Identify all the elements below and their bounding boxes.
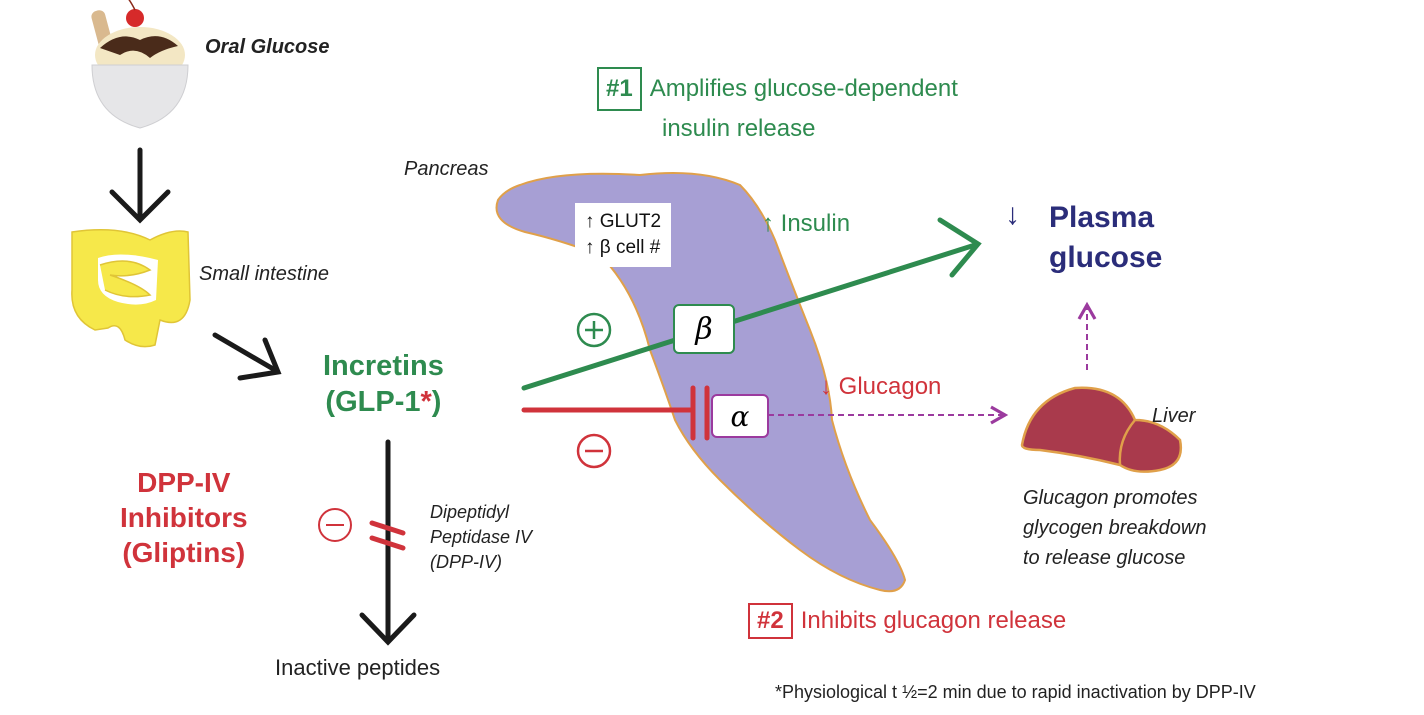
dpp-iv-inhibitors-label: DPP-IV Inhibitors (Gliptins): [120, 467, 248, 568]
glut2-box: ↑ GLUT2 ↑ β cell #: [575, 203, 672, 267]
incretins-label: Incretins (GLP-1*): [323, 348, 444, 420]
alpha-cell-box: α: [711, 394, 769, 438]
footnote: *Physiological t ½=2 min due to rapid in…: [775, 682, 1256, 702]
small-intestine-icon: [71, 229, 191, 348]
small-intestine-label: Small intestine: [199, 263, 330, 285]
insulin-label: ↑ Insulin: [762, 210, 851, 237]
glucagon-label: ↓ Glucagon: [820, 373, 942, 400]
liver-icon: [1020, 386, 1183, 473]
liver-label: Liver: [1152, 405, 1196, 427]
ice-cream-icon: [91, 0, 189, 129]
dpp-iv-enzyme-label: Dipeptidyl Peptidase IV (DPP-IV): [430, 502, 533, 572]
plus-sign-icon: [576, 312, 612, 348]
footnote-asterisk: *: [420, 386, 432, 418]
incretins-line1: Incretins: [323, 350, 444, 382]
plasma-glucose-label: Plasma glucose: [1049, 201, 1163, 274]
arrow-down-to-intestine: [109, 147, 171, 224]
arrow-to-incretins: [212, 332, 282, 381]
minus-sign-icon-glucagon: [576, 433, 612, 469]
insulin-pathway-arrow: [521, 217, 982, 391]
pancreas-label: Pancreas: [404, 158, 489, 180]
plasma-glucose-arrow: ↓: [1005, 198, 1020, 231]
dpp-iv-block-marks: [369, 520, 406, 551]
liver-note: Glucagon promotes glycogen breakdown to …: [1023, 487, 1207, 569]
glucagon-inhibition-line: [521, 385, 710, 441]
beta-cell-box: β: [673, 304, 735, 354]
inactive-peptides-label: Inactive peptides: [275, 655, 441, 680]
incretins-line2: (GLP-1*): [325, 386, 442, 418]
effect-1-number: #1: [597, 67, 642, 111]
effect-2-number: #2: [748, 603, 793, 639]
minus-sign-icon-dpp: [318, 508, 352, 542]
oral-glucose-label: Oral Glucose: [205, 36, 330, 58]
